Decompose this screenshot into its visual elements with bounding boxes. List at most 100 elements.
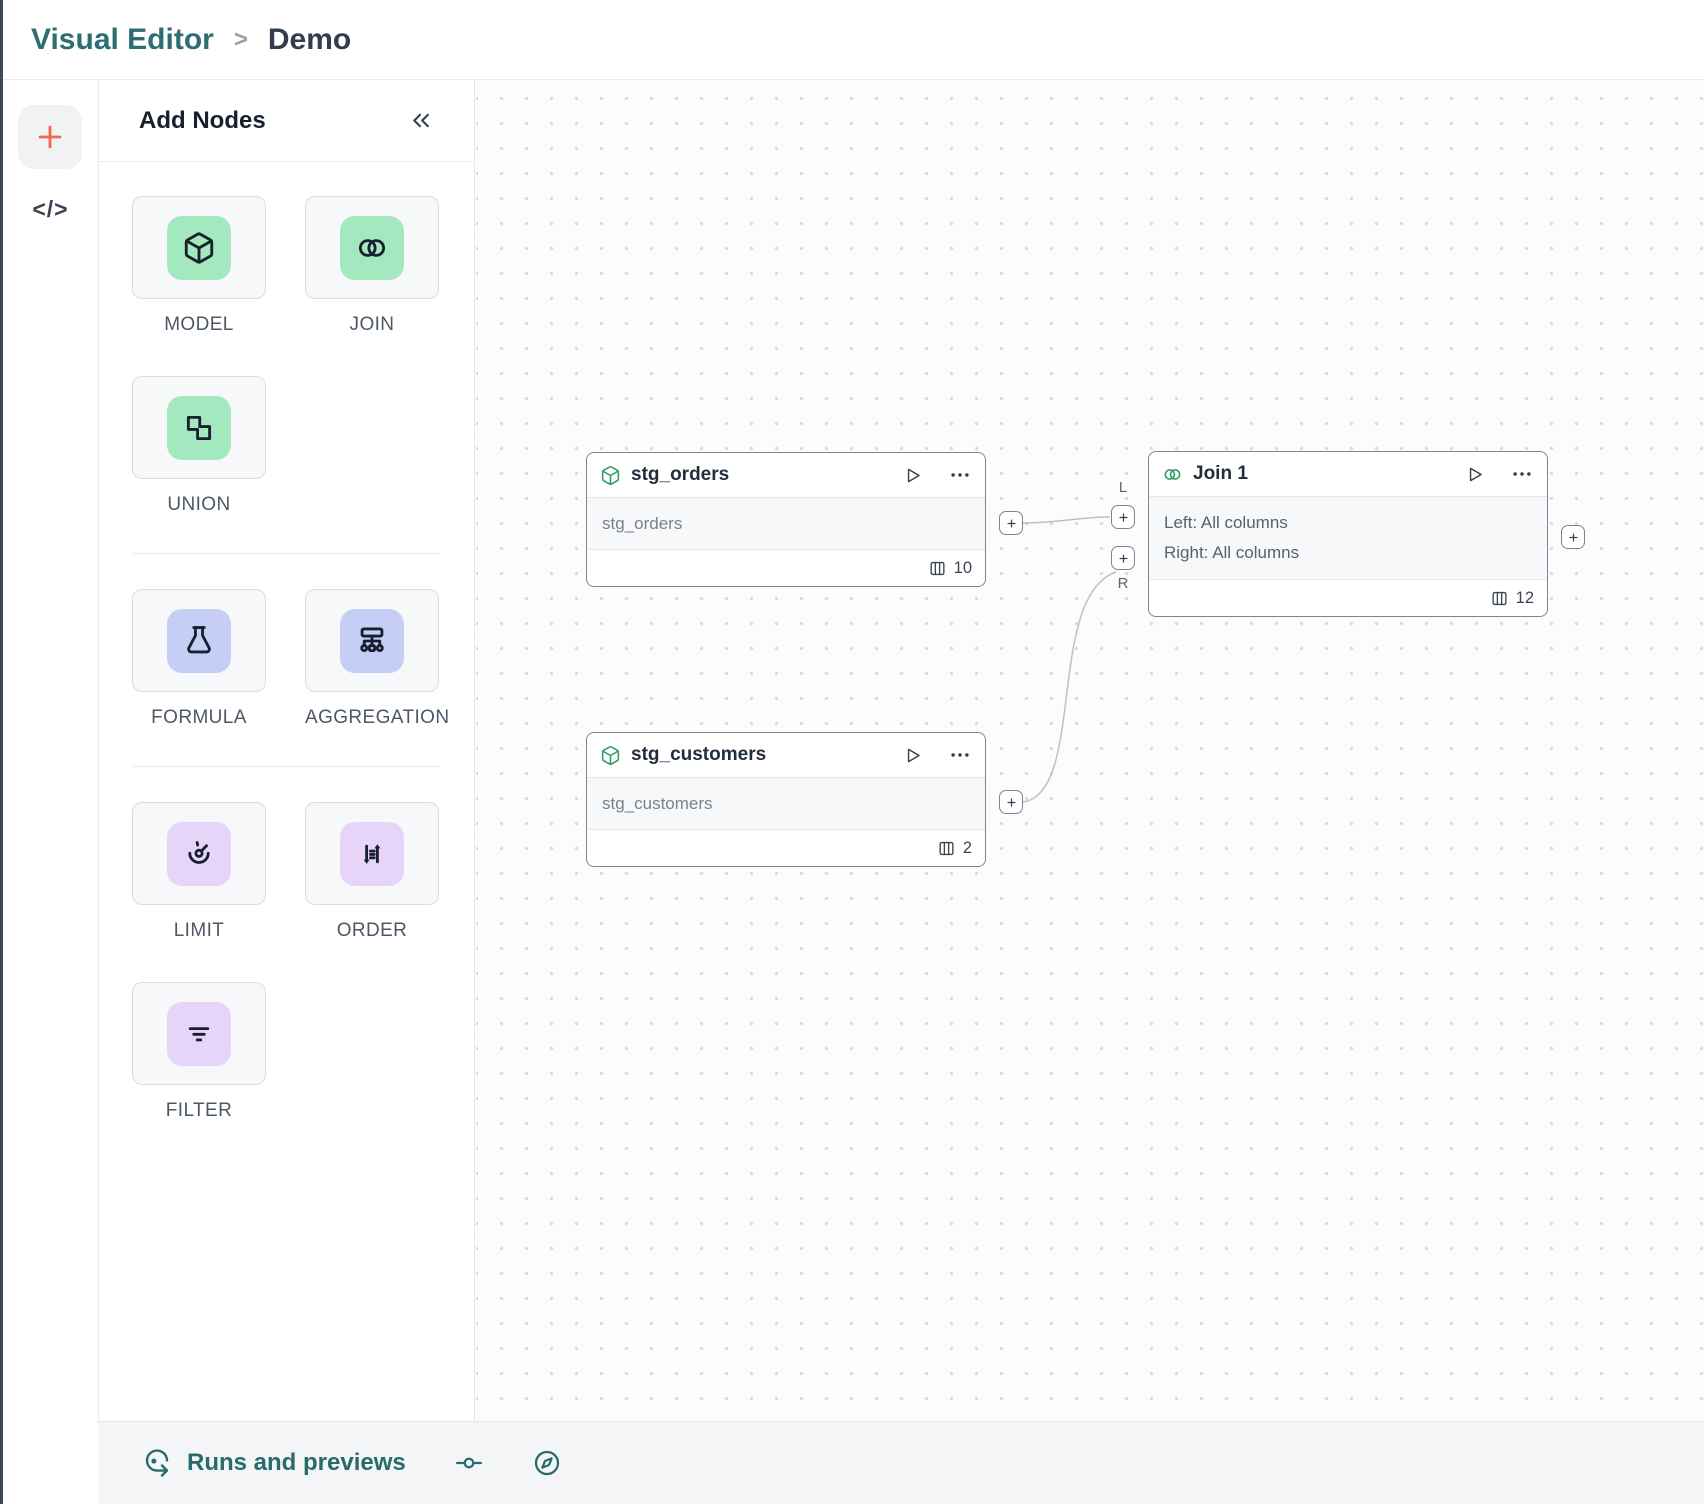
palette-card [132, 589, 266, 692]
palette-item-aggregation[interactable]: AGGREGATION [305, 589, 450, 729]
node-menu-button[interactable] [949, 744, 971, 766]
play-icon [907, 468, 920, 482]
sort-arrows-icon [340, 821, 404, 886]
app-header: Visual Editor > Demo [3, 0, 1704, 80]
palette-item-model[interactable]: MODEL [132, 196, 266, 336]
breadcrumb-app-link[interactable]: Visual Editor [31, 22, 214, 56]
run-node-button[interactable] [1464, 464, 1485, 485]
cube-icon [600, 465, 621, 486]
palette-item-label: AGGREGATION [305, 707, 450, 728]
node-menu-button[interactable] [949, 464, 971, 486]
palette-divider [132, 553, 441, 554]
git-commit-icon [455, 1457, 482, 1469]
column-count: 12 [1515, 588, 1534, 607]
runs-and-previews-label: Runs and previews [187, 1449, 406, 1476]
columns-icon [930, 561, 945, 575]
column-count: 10 [953, 558, 972, 577]
compass-icon [534, 1450, 559, 1476]
stg-customers-output-handle[interactable] [999, 790, 1023, 814]
columns-icon [939, 841, 954, 855]
join-right-columns: Right: All columns [1164, 543, 1300, 562]
plus-icon [1118, 553, 1128, 563]
node-menu-button[interactable] [1511, 463, 1533, 485]
columns-icon [1492, 591, 1507, 605]
node-title: stg_orders [631, 464, 730, 485]
flow-canvas[interactable]: stg_orders stg_orders 10 stg_customers [476, 80, 1704, 1421]
play-icon [907, 748, 920, 762]
palette-item-label: LIMIT [173, 920, 225, 941]
node-footer: 12 [1149, 580, 1547, 616]
commit-button[interactable] [454, 1448, 484, 1478]
node-header: Join 1 [1149, 452, 1547, 496]
code-view-button[interactable]: </> [3, 196, 98, 223]
palette-card [305, 196, 439, 299]
gauge-icon [167, 821, 231, 886]
node-source-name: stg_customers [602, 794, 713, 813]
palette-item-label: JOIN [349, 314, 395, 335]
breadcrumb-separator: > [233, 25, 248, 53]
node-footer: 2 [587, 830, 985, 866]
node-body: stg_customers [587, 777, 985, 830]
palette-card [132, 982, 266, 1085]
node-footer: 10 [587, 550, 985, 586]
node-body: stg_orders [587, 497, 985, 550]
node-header: stg_orders [587, 453, 985, 497]
palette-card [305, 589, 439, 692]
run-node-button[interactable] [902, 465, 923, 486]
join-left-port-label: L [1118, 479, 1128, 496]
palette-item-formula[interactable]: FORMULA [132, 589, 266, 729]
node-title: stg_customers [631, 744, 767, 765]
node-join-1[interactable]: Join 1 Left: All columns Right: All colu… [1148, 451, 1548, 617]
edge-customers-to-join [1022, 571, 1117, 803]
add-node-button[interactable] [18, 105, 82, 169]
palette-divider [132, 766, 441, 767]
explore-button[interactable] [532, 1448, 562, 1478]
flask-icon [167, 608, 231, 673]
palette-item-filter[interactable]: FILTER [132, 982, 266, 1122]
node-body: Left: All columns Right: All columns [1149, 496, 1547, 580]
run-node-button[interactable] [902, 745, 923, 766]
plus-icon [1118, 512, 1128, 522]
ellipsis-icon [951, 753, 969, 757]
palette-card [132, 802, 266, 905]
join-left-columns: Left: All columns [1164, 513, 1288, 532]
plus-icon [38, 125, 62, 149]
palette-item-label: FILTER [165, 1100, 233, 1121]
ellipsis-icon [951, 473, 969, 477]
palette-item-label: MODEL [164, 314, 234, 335]
union-squares-icon [167, 395, 231, 460]
status-bar: Runs and previews [98, 1421, 1704, 1504]
cube-icon [600, 745, 621, 766]
palette-item-label: UNION [167, 494, 231, 515]
node-title: Join 1 [1193, 463, 1248, 484]
cube-icon [167, 215, 231, 280]
palette-item-join[interactable]: JOIN [305, 196, 439, 336]
breadcrumb-current-page: Demo [267, 22, 352, 56]
collapse-panel-button[interactable] [407, 107, 434, 134]
palette-group-sources: MODEL JOIN UNION [132, 196, 474, 516]
join-output-handle[interactable] [1561, 525, 1585, 549]
palette-item-union[interactable]: UNION [132, 376, 266, 516]
palette-card [132, 376, 266, 479]
join-right-input-handle[interactable] [1111, 546, 1135, 570]
palette-item-label: ORDER [336, 920, 408, 941]
palette-card [132, 196, 266, 299]
window-edge [0, 0, 3, 1504]
left-toolbar: </> [3, 80, 98, 1504]
node-stg-customers[interactable]: stg_customers stg_customers 2 [586, 732, 986, 867]
palette-group-shape: LIMIT ORDER FILTER [132, 802, 474, 1122]
palette-item-limit[interactable]: LIMIT [132, 802, 266, 942]
stg-orders-output-handle[interactable] [999, 511, 1023, 535]
node-stg-orders[interactable]: stg_orders stg_orders 10 [586, 452, 986, 587]
join-left-input-handle[interactable] [1111, 505, 1135, 529]
sitemap-icon [340, 608, 404, 673]
node-palette: MODEL JOIN UNION [99, 162, 474, 1122]
runs-and-previews-toggle[interactable]: Runs and previews [142, 1448, 406, 1478]
node-header: stg_customers [587, 733, 985, 777]
palette-item-order[interactable]: ORDER [305, 802, 439, 942]
plus-icon [1006, 518, 1016, 528]
join-right-port-label: R [1117, 575, 1129, 592]
add-nodes-panel: Add Nodes MODEL JOI [98, 80, 475, 1421]
join-circles-icon [1162, 464, 1183, 485]
ellipsis-icon [1513, 472, 1531, 476]
